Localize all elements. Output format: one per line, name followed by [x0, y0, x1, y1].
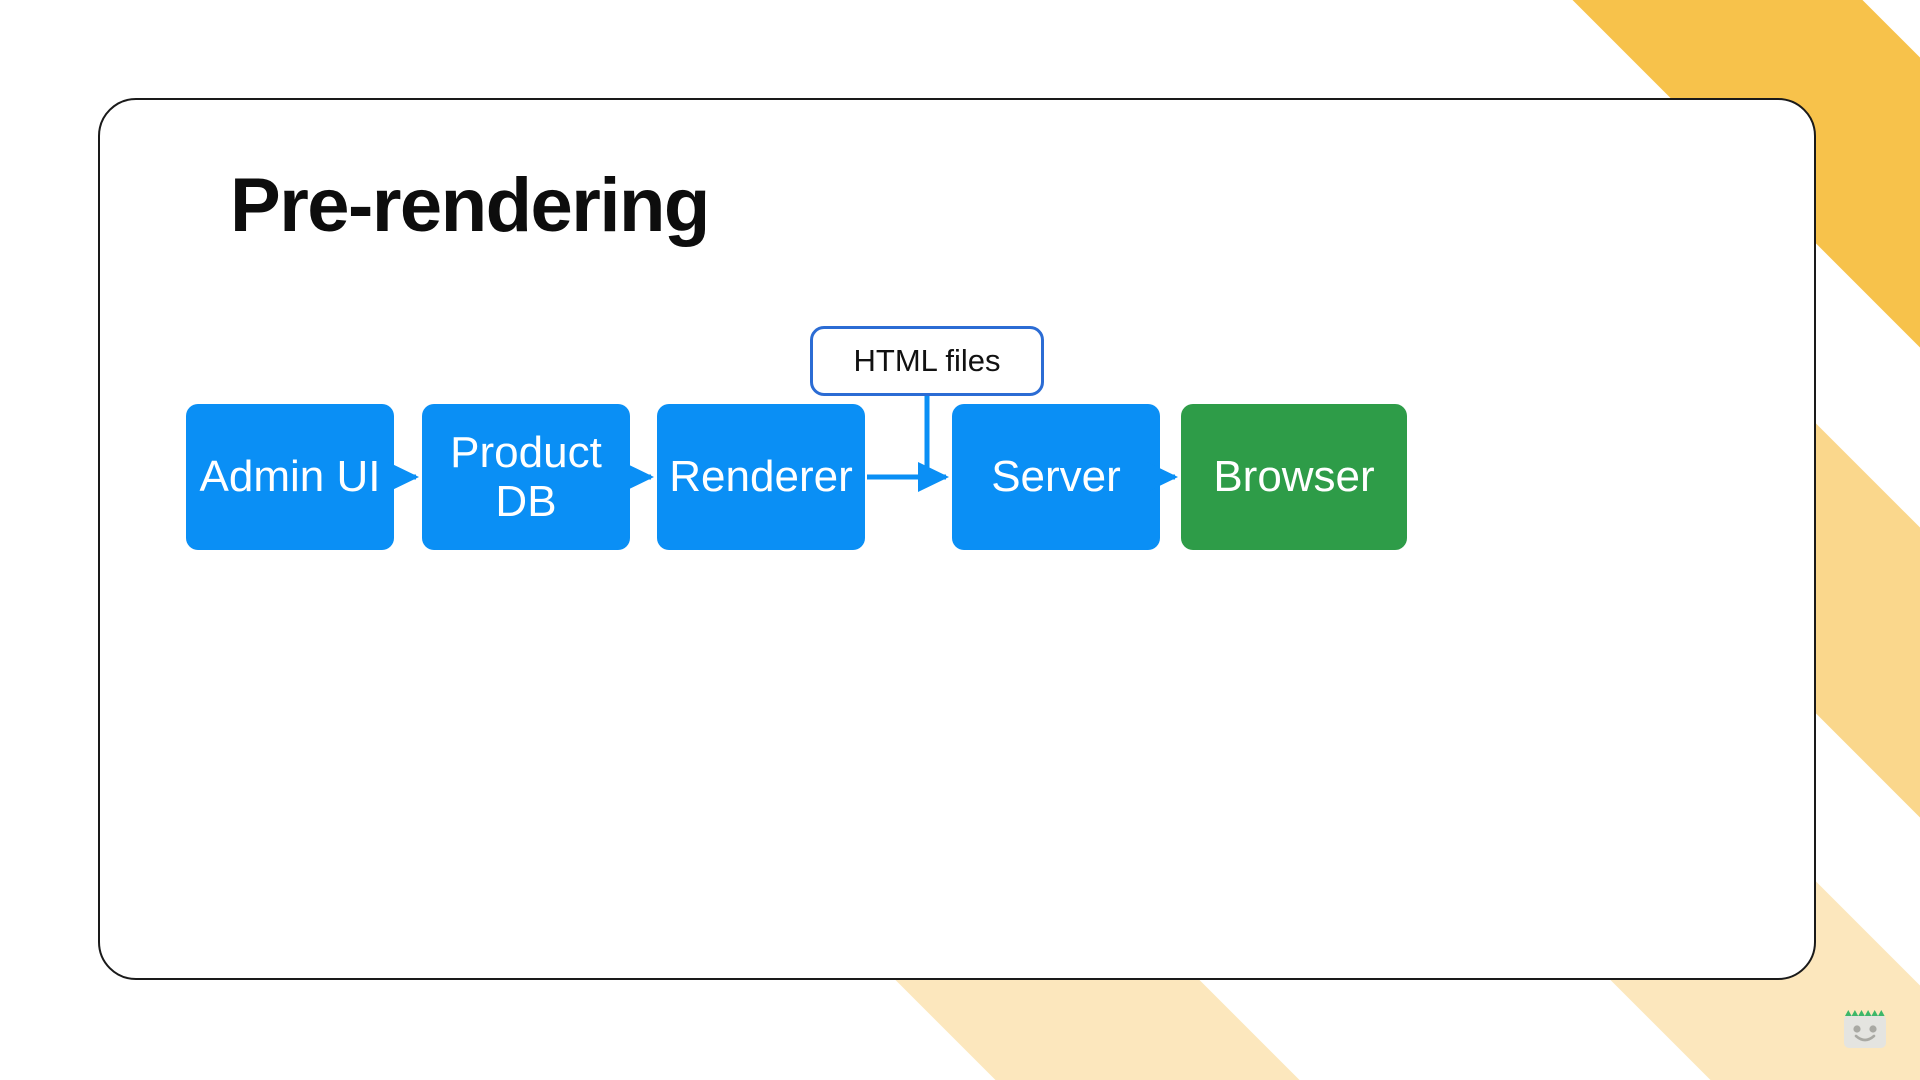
smiley-robot-logo-icon — [1844, 1010, 1886, 1048]
slide-card: Pre-rendering — [98, 98, 1816, 980]
node-label: Renderer — [669, 452, 853, 502]
node-label: Product DB — [450, 428, 602, 527]
callout-html-files[interactable]: HTML files — [810, 326, 1044, 396]
node-label: Server — [991, 452, 1121, 502]
diagram-node-admin-ui[interactable]: Admin UI — [186, 404, 394, 550]
node-label: Admin UI — [199, 452, 381, 502]
page-title: Pre-rendering — [230, 163, 710, 248]
architecture-diagram: HTML files Admin UI Product DB Renderer … — [100, 100, 1814, 978]
diagram-node-server[interactable]: Server — [952, 404, 1160, 550]
diagram-node-product-db[interactable]: Product DB — [422, 404, 630, 550]
node-label: Browser — [1213, 452, 1375, 502]
node-label-line-1: Product — [450, 427, 602, 477]
diagram-node-browser[interactable]: Browser — [1181, 404, 1407, 550]
connector-layer — [388, 392, 1179, 492]
diagram-node-renderer[interactable]: Renderer — [657, 404, 865, 550]
node-label-line-2: DB — [495, 477, 557, 526]
